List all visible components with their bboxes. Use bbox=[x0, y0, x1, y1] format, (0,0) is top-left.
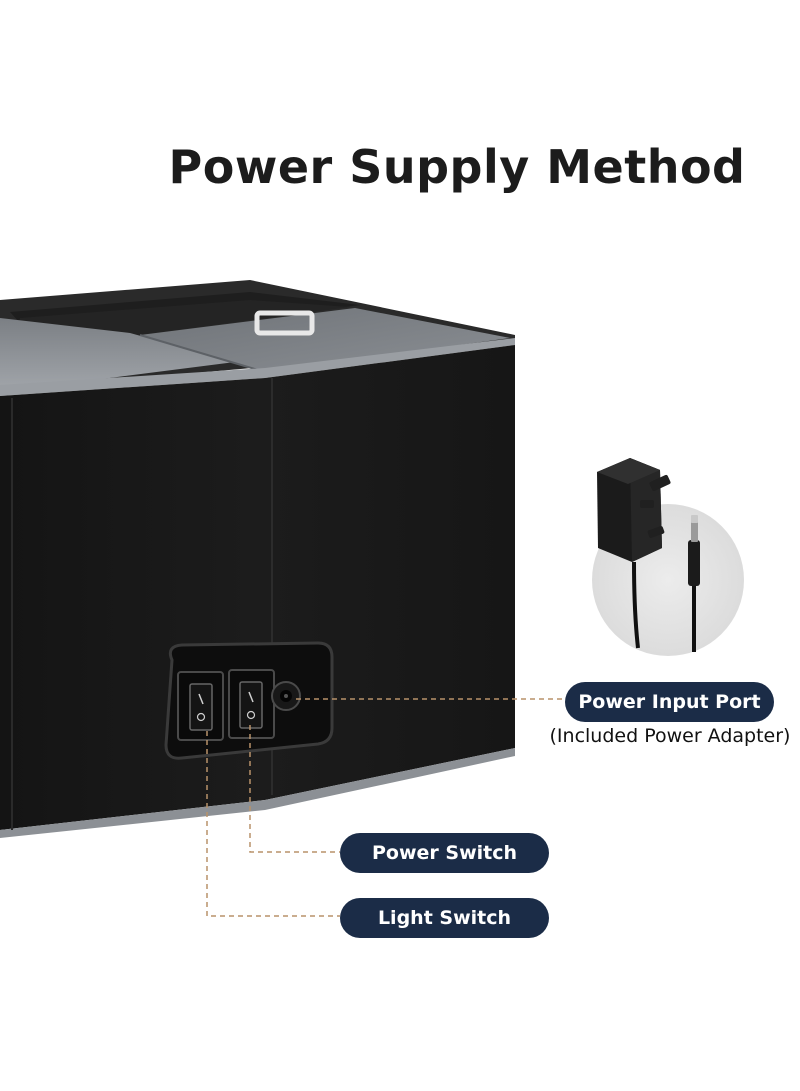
power-input-port-label: Power Input Port bbox=[565, 682, 774, 722]
rocker-switch-icon bbox=[189, 681, 263, 731]
leader-lines bbox=[206, 698, 565, 917]
jewelry-box-image bbox=[0, 280, 515, 838]
power-switch-label: Power Switch bbox=[340, 833, 549, 873]
light-switch-label: Light Switch bbox=[340, 898, 549, 938]
page-title: Power Supply Method bbox=[168, 140, 746, 194]
power-socket-icon bbox=[271, 681, 301, 711]
adapter-note: (Included Power Adapter) bbox=[549, 725, 791, 747]
power-adapter-icon bbox=[592, 458, 744, 656]
